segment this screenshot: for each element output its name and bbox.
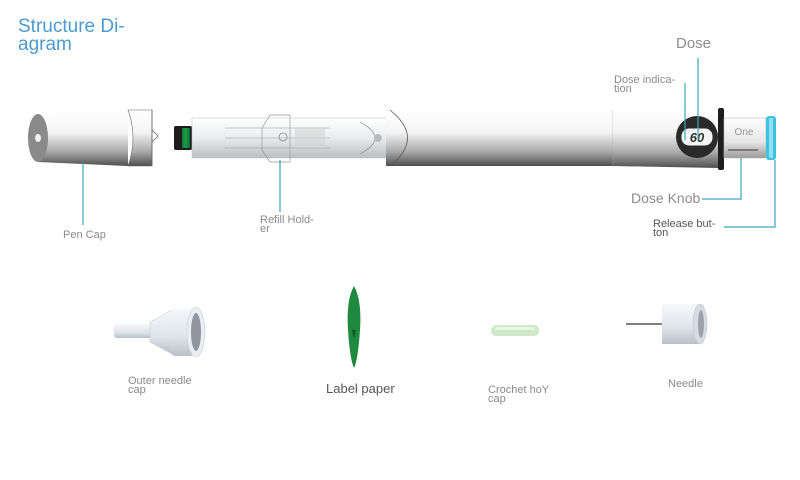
label-paper-illustration <box>347 286 361 368</box>
label-dose-indication-line-1: Dose indica- <box>614 74 676 86</box>
label-needle: Needle <box>668 378 703 390</box>
label-label-paper: Label paper <box>326 381 395 396</box>
label-release-button-line-1: Release but- <box>653 218 716 230</box>
label-release-button-line-2: ton <box>653 227 669 239</box>
dose-window <box>676 116 718 158</box>
title-line-1: Structure Di- <box>18 16 125 37</box>
needle-illustration <box>626 303 708 345</box>
label-crochet-hoy-cap-line-2: cap <box>488 393 506 405</box>
dose-window-value: 60 <box>690 130 705 145</box>
label-dose-indication-line-2: tion <box>614 83 632 95</box>
label-outer-needle-cap-line-1: Outer needle <box>128 375 192 387</box>
label-crochet-hoy-cap: Crochet hoY cap <box>488 384 550 405</box>
diagram-title: Structure Di- agram <box>18 16 148 55</box>
label-dose-knob: Dose Knob <box>631 190 701 206</box>
label-outer-needle-cap: Outer needle cap <box>128 375 192 396</box>
label-dose: Dose <box>676 35 712 52</box>
label-refill-holder: Refill Hold- er <box>260 214 314 235</box>
label-crochet-hoy-cap-line-1: Crochet hoY <box>488 384 550 396</box>
refill-holder <box>191 114 393 163</box>
label-dose-indication: Dose indica- tion <box>614 74 676 95</box>
pen-body <box>386 108 724 170</box>
label-pen-cap: Pen Cap <box>63 229 106 241</box>
label-release-button: Release but- ton <box>653 218 716 239</box>
label-refill-holder-line-2: er <box>260 223 270 235</box>
dose-knob[interactable] <box>723 117 767 159</box>
label-refill-holder-line-1: Refill Hold- <box>260 214 314 226</box>
crochet-hoy-cap-illustration <box>491 325 539 336</box>
outer-needle-cap-illustration <box>114 306 206 358</box>
title-line-2: agram <box>18 34 72 55</box>
callout-lines <box>82 58 776 228</box>
dose-knob-label: One <box>735 127 754 138</box>
label-outer-needle-cap-line-2: cap <box>128 384 146 396</box>
pen-cap <box>28 109 159 167</box>
